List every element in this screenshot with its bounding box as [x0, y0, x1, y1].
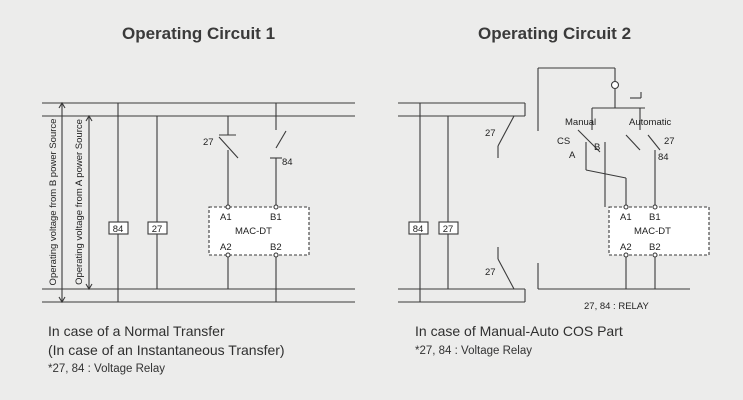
- circuit2-b-label: B: [594, 142, 600, 153]
- circuit2-note: *27, 84 : Voltage Relay: [415, 345, 532, 357]
- circuit2-a-label: A: [569, 150, 576, 161]
- circuit2-mac-name: MAC-DT: [634, 226, 671, 237]
- circuit2-terminal: [610, 80, 620, 90]
- circuit1-note: *27, 84 : Voltage Relay: [48, 363, 165, 375]
- circuit2-relay-84-box: [408, 221, 429, 235]
- circuit2-automatic-label: Automatic: [629, 117, 671, 128]
- circuit2-cs-label: CS: [557, 136, 570, 147]
- circuit1-relay-84: 84: [113, 224, 124, 235]
- circuit1-mac-b2: B2: [270, 242, 282, 253]
- circuit2-mac-a1: A1: [620, 212, 632, 223]
- circuit1-mac-dt-box: [208, 206, 310, 256]
- circuit1-relay-84-box: [108, 221, 129, 235]
- circuit2-manual-label: Manual: [565, 117, 596, 128]
- axis-label-b: Operating voltage from B power Source: [48, 119, 59, 286]
- circuit2-contact-27-bottom: 27: [485, 267, 496, 278]
- circuit2-contact-27-top: 27: [485, 128, 496, 139]
- circuit1-mac-a2: A2: [220, 242, 232, 253]
- circuit2-caption: In case of Manual-Auto COS Part: [415, 323, 623, 339]
- circuit1-contact-27: 27: [203, 137, 214, 148]
- axis-label-a: Operating voltage from A power Source: [74, 119, 85, 285]
- circuit2-mac-b2: B2: [649, 242, 661, 253]
- circuit2-mac-dt-box: [608, 206, 710, 256]
- circuit2-relay-label: 27, 84 : RELAY: [584, 301, 649, 312]
- circuit1-mac-name: MAC-DT: [235, 226, 272, 237]
- circuit2-relay-27-box: [438, 221, 459, 235]
- circuit1-contact-84: 84: [282, 157, 293, 168]
- circuit1-relay-27-box: [147, 221, 168, 235]
- circuit2-relay-27: 27: [443, 224, 454, 235]
- circuit2-mac-b1: B1: [649, 212, 661, 223]
- circuit1-mac-a1: A1: [220, 212, 232, 223]
- circuit2-contact-84-right: 84: [658, 152, 669, 163]
- circuit1-relay-27: 27: [152, 224, 163, 235]
- circuit1-caption-line2: (In case of an Instantaneous Transfer): [48, 342, 285, 358]
- circuit1-mac-b1: B1: [270, 212, 282, 223]
- circuit2-mac-a2: A2: [620, 242, 632, 253]
- circuit1-wiring: [42, 101, 355, 304]
- circuit1-caption-line1: In case of a Normal Transfer: [48, 323, 225, 339]
- circuit2-title: Operating Circuit 2: [478, 24, 632, 43]
- circuit2-wiring: [398, 67, 690, 303]
- circuit2-contact-27-right: 27: [664, 136, 675, 147]
- circuit2-relay-84: 84: [413, 224, 424, 235]
- circuit1-title: Operating Circuit 1: [122, 24, 276, 43]
